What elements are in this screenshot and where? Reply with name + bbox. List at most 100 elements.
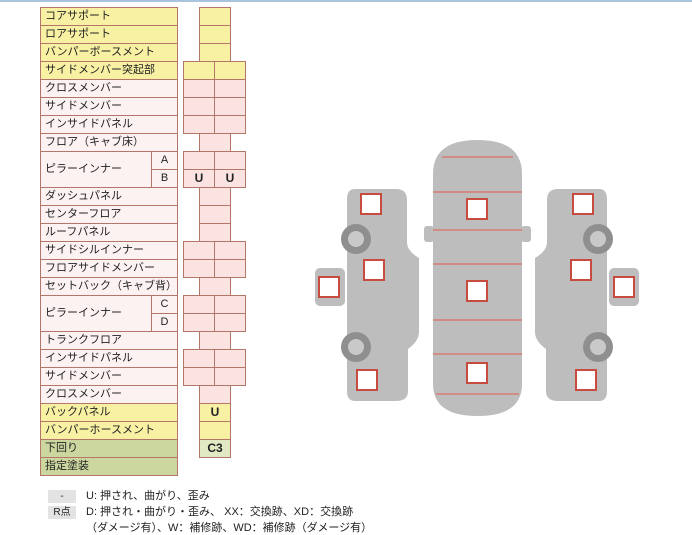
damage-cell[interactable] — [183, 259, 215, 278]
damage-marker[interactable] — [613, 276, 635, 298]
table-row: フロア（キャブ床） — [40, 133, 246, 152]
legend: - U: 押され、曲がり、歪み R点 D: 押され・曲がり・歪み、 XX：交換跡… — [48, 489, 372, 535]
table-row: インサイドパネル — [40, 115, 246, 134]
legend-badge-spacer — [48, 522, 76, 535]
legend-text: （ダメージ有）、W：補修跡、WD：補修跡（ダメージ有） — [86, 522, 373, 534]
damage-cell[interactable] — [183, 115, 215, 134]
table-row: センターフロア — [40, 205, 246, 224]
damage-cell[interactable]: U — [199, 403, 231, 422]
part-label: バンパーボースメント — [40, 43, 178, 62]
part-label: フロア（キャブ床） — [40, 133, 178, 152]
table-row: バンパーボースメント — [40, 43, 246, 62]
table-row: フロアサイドメンバー — [40, 259, 246, 278]
table-row: ルーフパネル — [40, 223, 246, 242]
table-row: セットバック（キャブ背） — [40, 277, 246, 296]
legend-badge: - — [48, 490, 76, 503]
damage-cell[interactable] — [214, 79, 246, 98]
damage-marker[interactable] — [570, 259, 592, 281]
table-row: バックパネル U — [40, 403, 246, 422]
damage-cell[interactable] — [214, 115, 246, 134]
legend-line: R点 D: 押され・曲がり・歪み、 XX：交換跡、XD：交換跡 — [48, 505, 372, 520]
damage-cell[interactable]: U — [214, 169, 246, 188]
part-label: 下回り — [40, 439, 178, 458]
damage-marker[interactable] — [360, 193, 382, 215]
table-row: ダッシュパネル — [40, 187, 246, 206]
table-row: サイドシルインナー — [40, 241, 246, 260]
part-label: サイドシルインナー — [40, 241, 178, 260]
table-row: クロスメンバー — [40, 79, 246, 98]
sub-label: C — [151, 295, 178, 314]
damage-marker[interactable] — [318, 276, 340, 298]
part-label: コアサポート — [40, 7, 178, 26]
damage-cell[interactable] — [214, 97, 246, 116]
damage-cell[interactable] — [199, 385, 231, 404]
damage-marker[interactable] — [466, 362, 488, 384]
damage-marker[interactable] — [466, 198, 488, 220]
damage-marker[interactable] — [356, 369, 378, 391]
damage-cell[interactable] — [199, 205, 231, 224]
damage-cell[interactable] — [199, 187, 231, 206]
damage-marker[interactable] — [572, 193, 594, 215]
damage-cell[interactable] — [199, 421, 231, 440]
damage-cell[interactable] — [214, 259, 246, 278]
legend-badge: R点 — [48, 506, 76, 519]
damage-cell[interactable]: U — [183, 169, 215, 188]
damage-cell[interactable] — [183, 97, 215, 116]
table-row-group: ピラーインナー C D — [40, 295, 246, 332]
inspection-table: コアサポート ロアサポート バンパーボースメント サイドメンバー突起部 クロスメ… — [40, 7, 246, 476]
table-row: インサイドパネル — [40, 349, 246, 368]
damage-cell[interactable] — [183, 313, 215, 332]
part-label: クロスメンバー — [40, 79, 178, 98]
damage-marker[interactable] — [575, 369, 597, 391]
damage-cell[interactable] — [183, 79, 215, 98]
part-label: ピラーインナー — [40, 151, 152, 188]
sub-label: B — [151, 169, 178, 188]
table-row: 指定塗装 — [40, 457, 246, 476]
table-row: 下回り C3 — [40, 439, 246, 458]
table-row: コアサポート — [40, 7, 246, 26]
damage-cell[interactable] — [199, 223, 231, 242]
damage-cell[interactable] — [199, 331, 231, 350]
sub-label: A — [151, 151, 178, 170]
part-label: サイドメンバー — [40, 97, 178, 116]
damage-cell[interactable] — [214, 313, 246, 332]
table-row: バンパーホースメント — [40, 421, 246, 440]
table-row: サイドメンバー突起部 — [40, 61, 246, 80]
damage-cell[interactable] — [214, 151, 246, 170]
legend-text: U: 押され、曲がり、歪み — [86, 490, 210, 502]
damage-cell[interactable] — [214, 295, 246, 314]
damage-marker[interactable] — [466, 280, 488, 302]
legend-text: D: 押され・曲がり・歪み、 XX：交換跡、XD：交換跡 — [86, 506, 354, 518]
part-label: バックパネル — [40, 403, 178, 422]
part-label: ロアサポート — [40, 25, 178, 44]
damage-marker[interactable] — [363, 259, 385, 281]
damage-cell[interactable] — [214, 61, 246, 80]
damage-cell[interactable] — [199, 277, 231, 296]
part-label: ルーフパネル — [40, 223, 178, 242]
part-label: 指定塗装 — [40, 457, 178, 476]
damage-cell[interactable] — [199, 25, 231, 44]
part-label: センターフロア — [40, 205, 178, 224]
damage-cell[interactable] — [199, 43, 231, 62]
damage-cell[interactable] — [199, 133, 231, 152]
damage-cell[interactable] — [214, 241, 246, 260]
damage-cell[interactable] — [183, 61, 215, 80]
damage-cell[interactable] — [183, 349, 215, 368]
damage-cell[interactable] — [199, 7, 231, 26]
part-label: セットバック（キャブ背） — [40, 277, 178, 296]
damage-cell[interactable] — [183, 295, 215, 314]
damage-cell[interactable] — [183, 151, 215, 170]
part-label: クロスメンバー — [40, 385, 178, 404]
part-label: インサイドパネル — [40, 115, 178, 134]
table-row: ロアサポート — [40, 25, 246, 44]
table-row-group: ピラーインナー A B U U — [40, 151, 246, 188]
part-label: サイドメンバー突起部 — [40, 61, 178, 80]
damage-cell[interactable] — [183, 241, 215, 260]
damage-cell[interactable] — [214, 349, 246, 368]
damage-cell[interactable] — [214, 367, 246, 386]
damage-cell[interactable] — [183, 367, 215, 386]
part-label: ダッシュパネル — [40, 187, 178, 206]
table-row: サイドメンバー — [40, 97, 246, 116]
damage-cell[interactable]: C3 — [199, 439, 231, 458]
